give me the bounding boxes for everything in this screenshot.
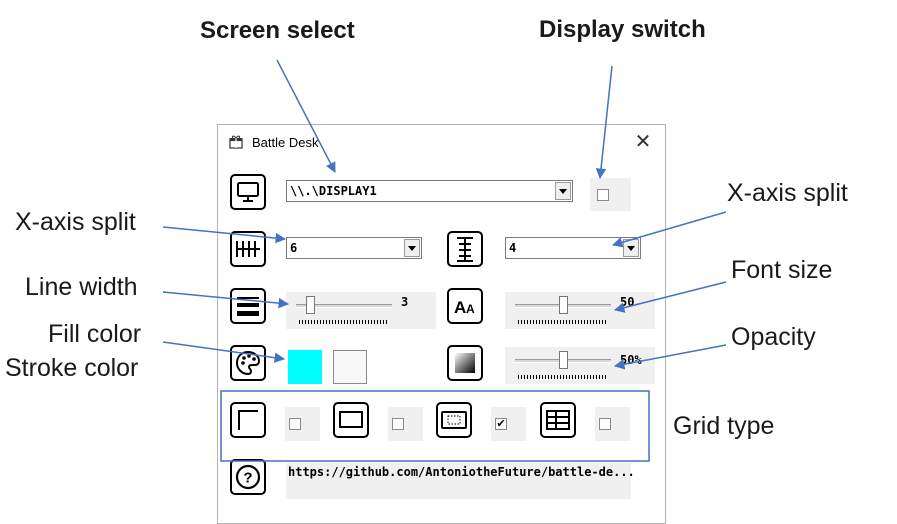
fill-color-swatch[interactable] (288, 350, 322, 384)
close-icon: ✕ (634, 131, 652, 153)
canvas: { "callouts": { "screen_select": "Screen… (0, 0, 897, 511)
x-axis-split-button[interactable] (230, 231, 266, 267)
callout-opacity: Opacity (731, 323, 816, 351)
opacity-slider[interactable]: 50% (505, 347, 655, 384)
checkmark-icon: ✔ (496, 418, 506, 430)
help-icon: ? (235, 464, 261, 490)
gift-app-icon (229, 135, 243, 149)
help-button[interactable]: ? (230, 459, 266, 495)
callout-font-size: Font size (731, 256, 833, 284)
font-size-thumb[interactable] (558, 296, 568, 314)
opacity-gradient-icon (455, 353, 475, 373)
display-switch-checkbox[interactable] (597, 189, 609, 201)
line-width-icon (237, 297, 259, 316)
help-url-link[interactable]: https://github.com/AntoniotheFuture/batt… (288, 465, 635, 479)
display-switch-area (590, 178, 631, 211)
screen-select-dropdown[interactable]: \\.\DISPLAY1 (286, 180, 573, 202)
screen-select-value: \\.\DISPLAY1 (290, 184, 377, 198)
close-button[interactable]: ✕ (631, 130, 655, 154)
callout-x-axis-split-right: X-axis split (727, 179, 848, 207)
callout-grid-type: Grid type (673, 412, 775, 440)
callout-fill-color: Fill color (48, 320, 142, 348)
callout-line-width: Line width (25, 273, 138, 301)
font-size-slider[interactable]: 50 (505, 292, 655, 329)
line-width-ticks (299, 320, 389, 324)
y-split-dropdown[interactable]: 4 (505, 237, 641, 259)
callout-stroke-color: Stroke color (5, 354, 139, 382)
opacity-button[interactable] (447, 345, 483, 381)
font-size-value: 50 (620, 295, 635, 309)
svg-text:A: A (466, 302, 475, 316)
svg-text:?: ? (243, 470, 252, 487)
svg-text:A: A (454, 298, 466, 317)
opacity-value: 50% (620, 353, 642, 367)
grid-type-checkbox-1[interactable] (289, 418, 301, 430)
line-width-track (296, 304, 392, 308)
grid-type-check-area-3: ✔ (491, 407, 526, 441)
opacity-thumb[interactable] (558, 351, 568, 369)
table-grid-icon (546, 410, 570, 430)
y-axis-split-icon (457, 237, 473, 262)
chevron-down-icon[interactable] (623, 239, 639, 257)
font-size-icon: A A (454, 298, 475, 317)
grid-type-button-1[interactable] (230, 402, 266, 438)
callout-x-axis-split-left: X-axis split (15, 208, 136, 236)
line-width-thumb[interactable] (305, 296, 315, 314)
stroke-color-swatch[interactable] (333, 350, 367, 384)
line-width-slider[interactable]: 3 (286, 292, 436, 329)
title-bar[interactable]: Battle Desk ✕ (218, 125, 665, 159)
line-width-button[interactable] (230, 288, 266, 324)
callout-display-switch: Display switch (539, 16, 706, 43)
callout-screen-select: Screen select (200, 17, 355, 44)
line-width-value: 3 (401, 295, 409, 309)
corner-grid-icon (238, 410, 258, 430)
palette-button[interactable] (230, 345, 266, 381)
grid-type-checkbox-2[interactable] (392, 418, 404, 430)
palette-icon (235, 350, 261, 376)
y-axis-split-button[interactable] (447, 231, 483, 267)
battle-desk-window: Battle Desk ✕ \\.\DISPLAY1 6 (217, 124, 666, 524)
y-split-value: 4 (509, 241, 517, 255)
grid-type-button-4[interactable] (540, 402, 576, 438)
monitor-button[interactable] (230, 174, 266, 210)
help-link-area: https://github.com/AntoniotheFuture/batt… (286, 463, 635, 499)
font-size-button[interactable]: A A (447, 288, 483, 324)
chevron-down-icon[interactable] (404, 239, 420, 257)
rectangle-grid-icon (339, 411, 363, 428)
grid-type-check-area-1 (285, 407, 320, 441)
grid-type-checkbox-4[interactable] (599, 418, 611, 430)
x-axis-split-icon (236, 241, 260, 257)
window-title: Battle Desk (252, 135, 319, 150)
grid-type-button-3[interactable] (436, 402, 472, 438)
grid-type-checkbox-3[interactable]: ✔ (495, 418, 507, 430)
grid-type-check-area-4 (595, 407, 630, 441)
x-split-dropdown[interactable]: 6 (286, 237, 422, 259)
font-size-ticks (518, 320, 608, 324)
opacity-ticks (518, 375, 608, 379)
grid-type-check-area-2 (388, 407, 423, 441)
x-split-value: 6 (290, 241, 298, 255)
chevron-down-icon[interactable] (555, 182, 571, 200)
dotted-rectangle-grid-icon (441, 411, 467, 429)
monitor-icon (237, 182, 259, 202)
grid-type-button-2[interactable] (333, 402, 369, 438)
